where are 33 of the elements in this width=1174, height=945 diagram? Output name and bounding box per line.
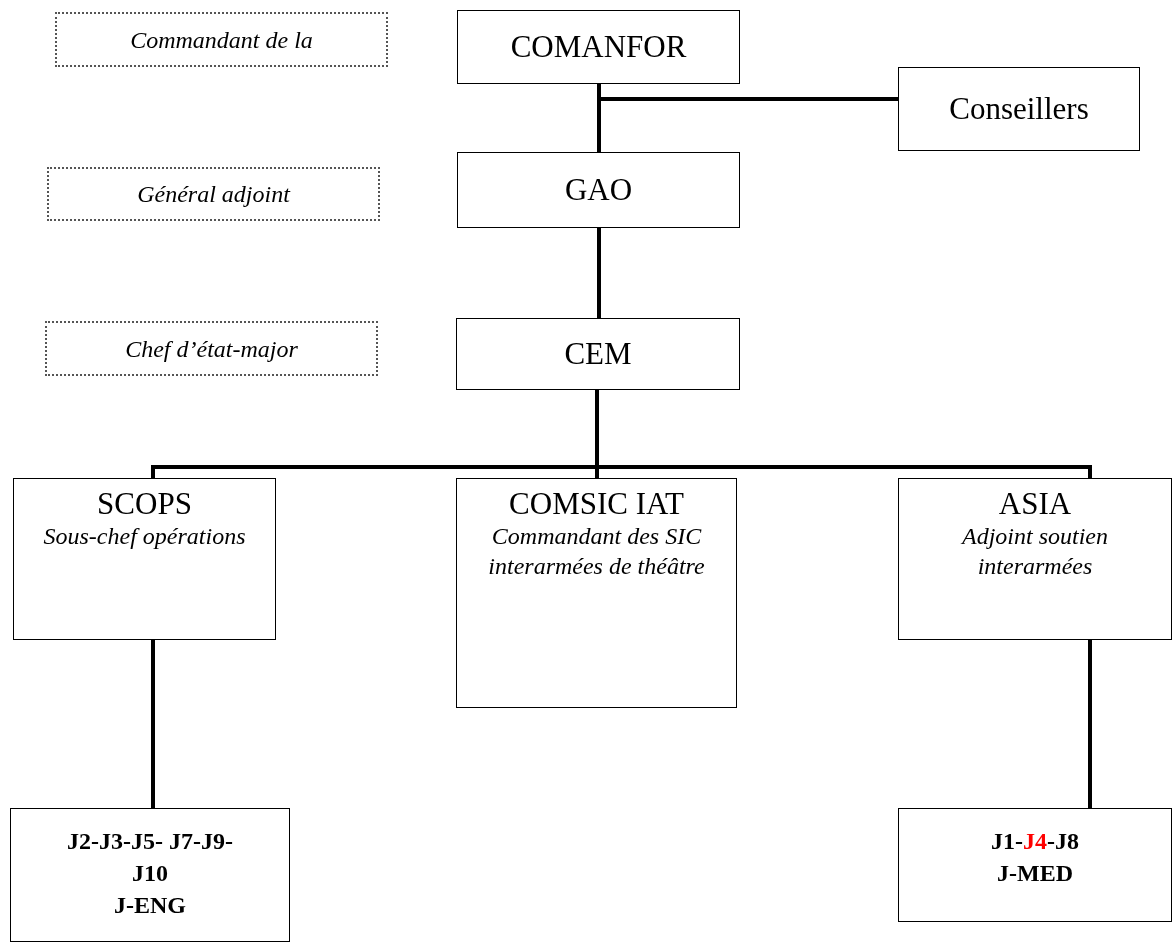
box-title: COMSIC IAT [509, 487, 684, 521]
org-box [456, 478, 737, 708]
org-box [457, 10, 740, 84]
role-label-box [45, 321, 378, 376]
box-title: Conseillers [948, 89, 1090, 128]
box-subtitle: Adjoint soutien interarmées [960, 522, 1109, 581]
org-box [10, 808, 290, 942]
box-title: CEM [563, 334, 633, 373]
org-box [898, 67, 1140, 151]
connector-line [151, 640, 155, 808]
role-label-box [47, 167, 380, 221]
box-title: Général adjoint [136, 180, 292, 209]
org-box [456, 318, 740, 390]
org-box [898, 478, 1172, 640]
connector-line [1088, 640, 1092, 808]
box-title: J2-J3-J5- J7-J9-J10 [66, 827, 234, 888]
connector-line [597, 228, 601, 318]
box-subtitle: J-MED [996, 859, 1074, 888]
box-title: GAO [563, 170, 634, 209]
org-box [13, 478, 276, 640]
box-title: Commandant de la [129, 25, 314, 55]
box-title: COMANFOR [509, 27, 688, 66]
org-box [457, 152, 740, 228]
box-title: J1-J4-J8 [990, 827, 1080, 856]
box-subtitle: Sous-chef opérations [42, 522, 247, 551]
box-title: SCOPS [97, 487, 192, 521]
box-title: ASIA [998, 487, 1072, 521]
org-box [898, 808, 1172, 922]
box-subtitle: Commandant des SIC interarmées de théâtre [487, 522, 706, 581]
box-subtitle: J-ENG [113, 891, 187, 920]
role-label-box [55, 12, 388, 67]
box-title: Chef d’état-major [124, 334, 299, 364]
connector-line [597, 84, 898, 101]
